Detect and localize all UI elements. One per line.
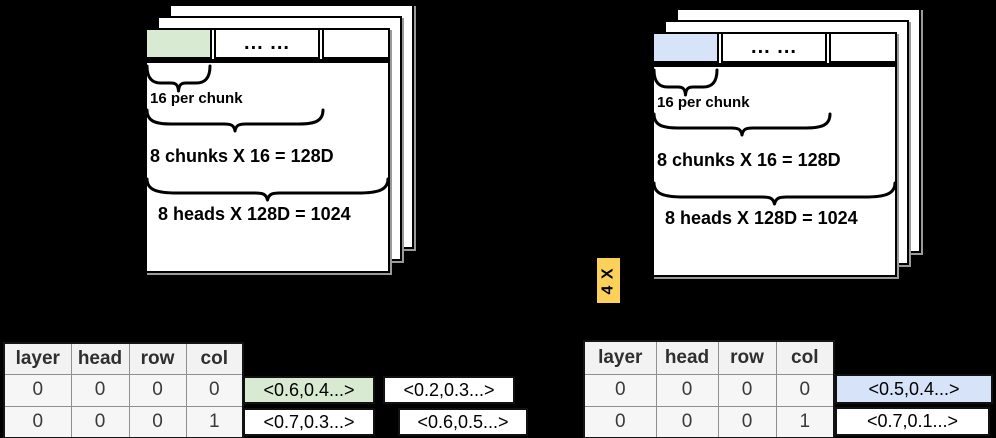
multiplier-badge: 4 X bbox=[597, 258, 620, 303]
brace-chunks-icon bbox=[145, 108, 325, 133]
table-row: 0 0 0 1 bbox=[583, 405, 835, 438]
header-layer: layer bbox=[3, 342, 72, 375]
brace-chunk-icon bbox=[652, 68, 719, 97]
header-head: head bbox=[655, 340, 719, 375]
label-per-chunk: 16 per chunk bbox=[657, 94, 750, 111]
multiplier-label: 4 X bbox=[599, 266, 617, 295]
vector-box-highlight: <0.6,0.4...> bbox=[243, 376, 375, 404]
table-row: 0 0 0 1 bbox=[3, 405, 244, 438]
table-cell: 0 bbox=[583, 405, 657, 438]
brace-chunk-icon bbox=[145, 64, 212, 93]
chunk-cell-highlight bbox=[145, 28, 212, 59]
table-cell: 0 bbox=[775, 373, 835, 407]
table-cell: 0 bbox=[655, 405, 719, 438]
table-row: 0 0 0 0 bbox=[583, 373, 835, 407]
table-cell: 0 bbox=[3, 405, 72, 438]
label-heads-dim: 8 heads X 128D = 1024 bbox=[665, 208, 858, 228]
ellipsis-cell: ... ... bbox=[721, 32, 827, 63]
table-cell: 0 bbox=[717, 373, 777, 407]
table-cell: 1 bbox=[775, 405, 835, 438]
table-cell: 0 bbox=[128, 405, 187, 438]
header-col: col bbox=[775, 340, 835, 375]
table-cell: 0 bbox=[185, 373, 244, 407]
header-col: col bbox=[185, 342, 244, 375]
right-embedding-stack: ... ... 16 per chunk 8 chunks X 16 = 128… bbox=[652, 8, 942, 288]
label-chunks-dim: 8 chunks X 16 = 128D bbox=[657, 150, 841, 170]
vector-box: <0.6,0.5...> bbox=[398, 408, 528, 436]
vector-box: <0.7,0.3...> bbox=[243, 408, 375, 436]
tail-cell bbox=[322, 28, 390, 59]
ellipsis-text: ... ... bbox=[751, 36, 797, 58]
header-divider bbox=[652, 63, 897, 67]
brace-chunks-icon bbox=[652, 112, 832, 137]
table-row: 0 0 0 0 bbox=[3, 373, 244, 407]
table-header-row: layer head row col bbox=[583, 340, 835, 375]
chunk-cell-highlight bbox=[652, 32, 719, 63]
brace-heads-icon bbox=[652, 181, 897, 206]
left-embedding-stack: ... ... 16 per chunk 8 chunks X 16 = 128… bbox=[145, 4, 435, 284]
table-cell: 0 bbox=[128, 373, 187, 407]
vector-box: <0.7,0.1...> bbox=[835, 407, 990, 436]
ellipsis-cell: ... ... bbox=[214, 28, 320, 59]
label-heads-dim: 8 heads X 128D = 1024 bbox=[158, 204, 351, 224]
header-row: row bbox=[717, 340, 777, 375]
table-cell: 0 bbox=[583, 373, 657, 407]
table-cell: 0 bbox=[655, 373, 719, 407]
brace-heads-icon bbox=[145, 177, 390, 202]
right-index-table: layer head row col 0 0 0 0 0 0 0 1 bbox=[583, 340, 835, 438]
page-front bbox=[145, 28, 390, 273]
tail-cell bbox=[829, 32, 897, 63]
label-chunks-dim: 8 chunks X 16 = 128D bbox=[150, 146, 334, 166]
table-cell: 0 bbox=[70, 373, 130, 407]
header-row: row bbox=[128, 342, 187, 375]
page-front bbox=[652, 32, 897, 277]
vector-box: <0.2,0.3...> bbox=[383, 376, 515, 404]
vector-box-highlight: <0.5,0.4...> bbox=[835, 374, 993, 404]
table-cell: 0 bbox=[70, 405, 130, 438]
header-head: head bbox=[70, 342, 130, 375]
table-header-row: layer head row col bbox=[3, 342, 244, 375]
table-cell: 0 bbox=[717, 405, 777, 438]
ellipsis-text: ... ... bbox=[244, 32, 290, 54]
label-per-chunk: 16 per chunk bbox=[150, 90, 243, 107]
header-divider bbox=[145, 59, 390, 63]
table-cell: 0 bbox=[3, 373, 72, 407]
header-layer: layer bbox=[583, 340, 657, 375]
table-cell: 1 bbox=[185, 405, 244, 438]
left-index-table: layer head row col 0 0 0 0 0 0 0 1 bbox=[3, 342, 244, 438]
